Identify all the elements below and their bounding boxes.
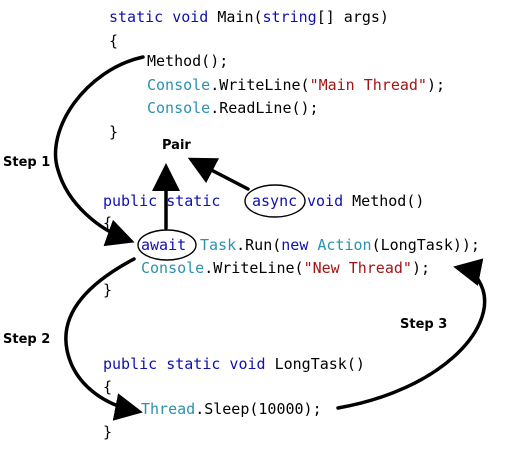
method-writeline: Console.WriteLine("New Thread"); [141, 259, 430, 277]
main-writeline-string: "Main Thread" [310, 76, 427, 94]
longtask-block: public static void LongTask() { Thread.S… [103, 355, 365, 441]
longtask-open-brace: { [103, 378, 112, 396]
async-keyword: async [252, 192, 297, 210]
longtask-signature: public static void LongTask() [103, 355, 365, 373]
main-signature-param-type: string [263, 8, 317, 26]
main-readline: Console.ReadLine(); [147, 99, 319, 117]
thread-class: Thread [141, 400, 195, 418]
await-keyword: await [141, 236, 186, 254]
method-name: Method() [343, 192, 424, 210]
task-class: Task [200, 236, 236, 254]
longtask-sleep: Thread.Sleep(10000); [141, 400, 322, 418]
longtask-close-brace: } [103, 423, 112, 441]
main-signature-name: Main( [208, 8, 262, 26]
pair-arrow-from-async [187, 157, 250, 191]
step1-label: Step 1 [3, 155, 50, 170]
method-signature-keywords: public static [103, 192, 220, 210]
main-signature-param: [] args) [317, 8, 389, 26]
main-writeline-method: .WriteLine( [210, 76, 309, 94]
longtask-name: LongTask() [266, 355, 365, 373]
await-highlight-ellipse [137, 229, 197, 261]
method-signature-tail: void Method() [307, 192, 424, 210]
longtask-signature-keywords: public static void [103, 355, 266, 373]
step3-arrow [336, 258, 487, 410]
main-readline-method: .ReadLine(); [210, 99, 318, 117]
main-writeline-end: ); [427, 76, 445, 94]
main-close-brace: } [109, 123, 118, 141]
main-open-brace: { [109, 32, 118, 50]
main-signature: static void Main(string[] args) [109, 8, 389, 26]
method-writeline-end: ); [412, 259, 430, 277]
method-close-brace: } [103, 281, 112, 299]
method-writeline-method: .WriteLine( [204, 259, 303, 277]
task-run-args: (LongTask)); [372, 236, 480, 254]
step2-arrow [64, 257, 143, 421]
new-keyword: new [281, 236, 309, 254]
action-class: Action [317, 236, 371, 254]
main-writeline: Console.WriteLine("Main Thread"); [147, 76, 445, 94]
method-task-run: Task.Run(new Action(LongTask)); [200, 236, 480, 254]
thread-sleep-call: .Sleep(10000); [195, 400, 321, 418]
async-highlight-ellipse [244, 184, 306, 218]
pair-label: Pair [162, 138, 191, 153]
task-run: .Run( [236, 236, 281, 254]
method-block: public static async void Method() { awai… [103, 192, 480, 299]
main-signature-keywords: static void [109, 8, 208, 26]
step2-label: Step 2 [3, 332, 50, 347]
method-return-type: void [307, 192, 343, 210]
method-writeline-string: "New Thread" [304, 259, 412, 277]
method-writeline-class: Console [141, 259, 204, 277]
flow-arrows [53, 55, 487, 421]
step3-label: Step 3 [400, 317, 447, 332]
method-signature: public static [103, 192, 220, 210]
main-block: static void Main(string[] args) { Method… [109, 8, 445, 141]
step1-arrow [53, 55, 145, 247]
main-method-call: Method(); [147, 52, 228, 70]
main-writeline-class: Console [147, 76, 210, 94]
main-readline-class: Console [147, 99, 210, 117]
